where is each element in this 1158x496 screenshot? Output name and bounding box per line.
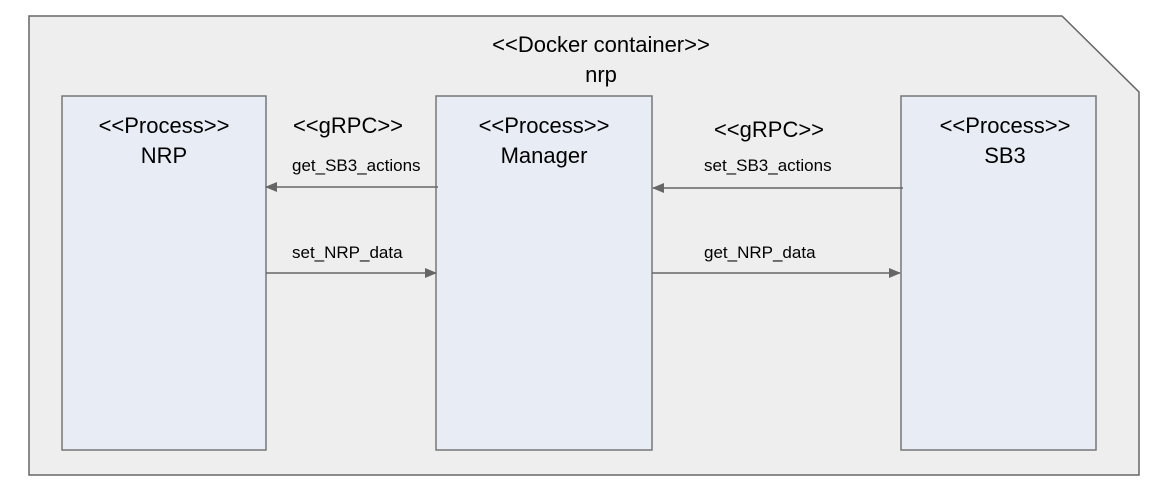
process-nrp-stereotype: <<Process>> — [99, 113, 230, 138]
link-left-call-top: get_SB3_actions — [292, 156, 421, 175]
process-sb3-name: SB3 — [984, 143, 1026, 168]
process-manager-box — [435, 95, 653, 451]
process-manager-name: Manager — [501, 143, 588, 168]
process-nrp-box — [61, 95, 267, 451]
process-manager: <<Process>> Manager — [435, 95, 653, 451]
link-right-protocol: <<gRPC>> — [714, 117, 824, 142]
link-left-call-bottom: set_NRP_data — [292, 243, 403, 262]
process-nrp-name: NRP — [141, 143, 187, 168]
process-sb3-box — [900, 95, 1097, 451]
link-right-call-top: set_SB3_actions — [704, 156, 832, 175]
container-name: nrp — [585, 62, 617, 87]
container-stereotype: <<Docker container>> — [492, 32, 710, 57]
link-left-protocol: <<gRPC>> — [293, 113, 403, 138]
process-sb3: <<Process>> SB3 — [900, 95, 1097, 451]
link-nrp-manager: <<gRPC>> get_SB3_actions set_NRP_data — [265, 113, 438, 278]
link-manager-sb3: <<gRPC>> set_SB3_actions get_NRP_data — [652, 117, 903, 278]
link-right-call-bottom: get_NRP_data — [704, 243, 816, 262]
process-nrp: <<Process>> NRP — [61, 95, 267, 451]
process-sb3-stereotype: <<Process>> — [940, 113, 1071, 138]
process-manager-stereotype: <<Process>> — [479, 113, 610, 138]
